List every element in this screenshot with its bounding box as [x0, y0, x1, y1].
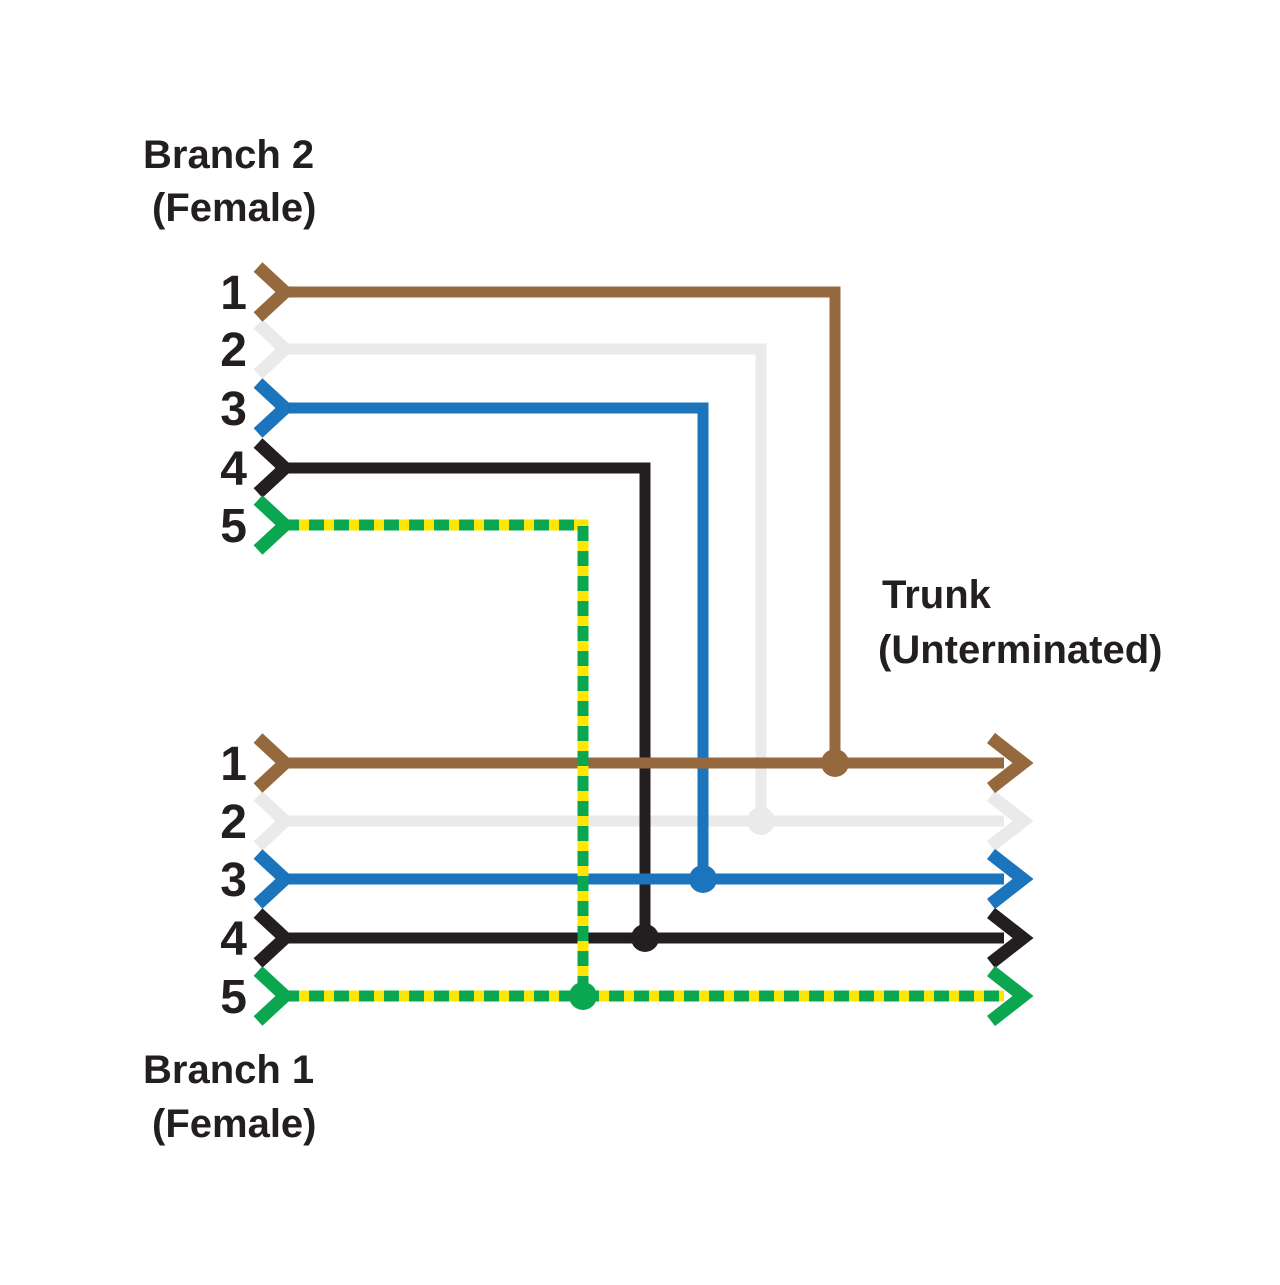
- female-connector-icon: [253, 849, 295, 909]
- wire-brown: [253, 262, 1034, 794]
- junction-dot: [689, 865, 717, 893]
- wire-white: [253, 319, 1034, 852]
- trunk-label: Trunk: [882, 573, 992, 617]
- arrowhead-icon: [986, 732, 1034, 794]
- wire-green-yellow: [253, 495, 1034, 1027]
- female-connector-icon: [253, 495, 295, 555]
- wire-black: [253, 438, 1034, 969]
- female-connector-icon: [253, 378, 295, 438]
- branch1-pin-4: 4: [220, 913, 247, 966]
- arrowhead-icon: [986, 848, 1034, 910]
- wire-segment-branch2: [284, 286, 841, 763]
- female-connector-icon: [253, 908, 295, 968]
- female-connector-icon: [253, 791, 295, 851]
- branch1-pin-5: 5: [220, 971, 247, 1024]
- junction-dot: [569, 982, 597, 1010]
- branch1-pin-2: 2: [220, 796, 247, 849]
- female-connector-icon: [253, 319, 295, 379]
- branch1-pin-1: 1: [220, 738, 247, 791]
- arrowhead-icon: [986, 965, 1034, 1027]
- branch2-type-label: (Female): [152, 186, 317, 230]
- branch2-pin-1: 1: [220, 267, 247, 320]
- branch2-pin-3: 3: [220, 383, 247, 436]
- wires-layer: [253, 262, 1034, 1027]
- junction-dot: [747, 807, 775, 835]
- female-connector-icon: [253, 966, 295, 1026]
- branch2-label: Branch 2: [143, 133, 314, 177]
- branch2-pin-5: 5: [220, 500, 247, 553]
- wire-segment-branch2: [284, 462, 651, 938]
- arrowhead-icon: [986, 907, 1034, 969]
- wire-segment-branch2: [284, 402, 709, 879]
- branch1-pin-3: 3: [220, 854, 247, 907]
- junction-dot: [631, 924, 659, 952]
- wire-segment-branch2: [284, 343, 767, 821]
- female-connector-icon: [253, 733, 295, 793]
- female-connector-icon: [253, 438, 295, 498]
- branch1-type-label: (Female): [152, 1102, 317, 1146]
- branch1-pin-numbers: 1 2 3 4 5: [220, 738, 247, 1024]
- branch2-pin-2: 2: [220, 324, 247, 377]
- branch2-pin-numbers: 1 2 3 4 5: [220, 267, 247, 553]
- branch1-label: Branch 1: [143, 1048, 314, 1092]
- junction-dot: [821, 749, 849, 777]
- branch2-pin-4: 4: [220, 443, 247, 496]
- female-connector-icon: [253, 262, 295, 322]
- trunk-type-label: (Unterminated): [878, 628, 1162, 672]
- arrowhead-icon: [986, 790, 1034, 852]
- wire-blue: [253, 378, 1034, 910]
- wire-segment-branch2: [284, 519, 589, 996]
